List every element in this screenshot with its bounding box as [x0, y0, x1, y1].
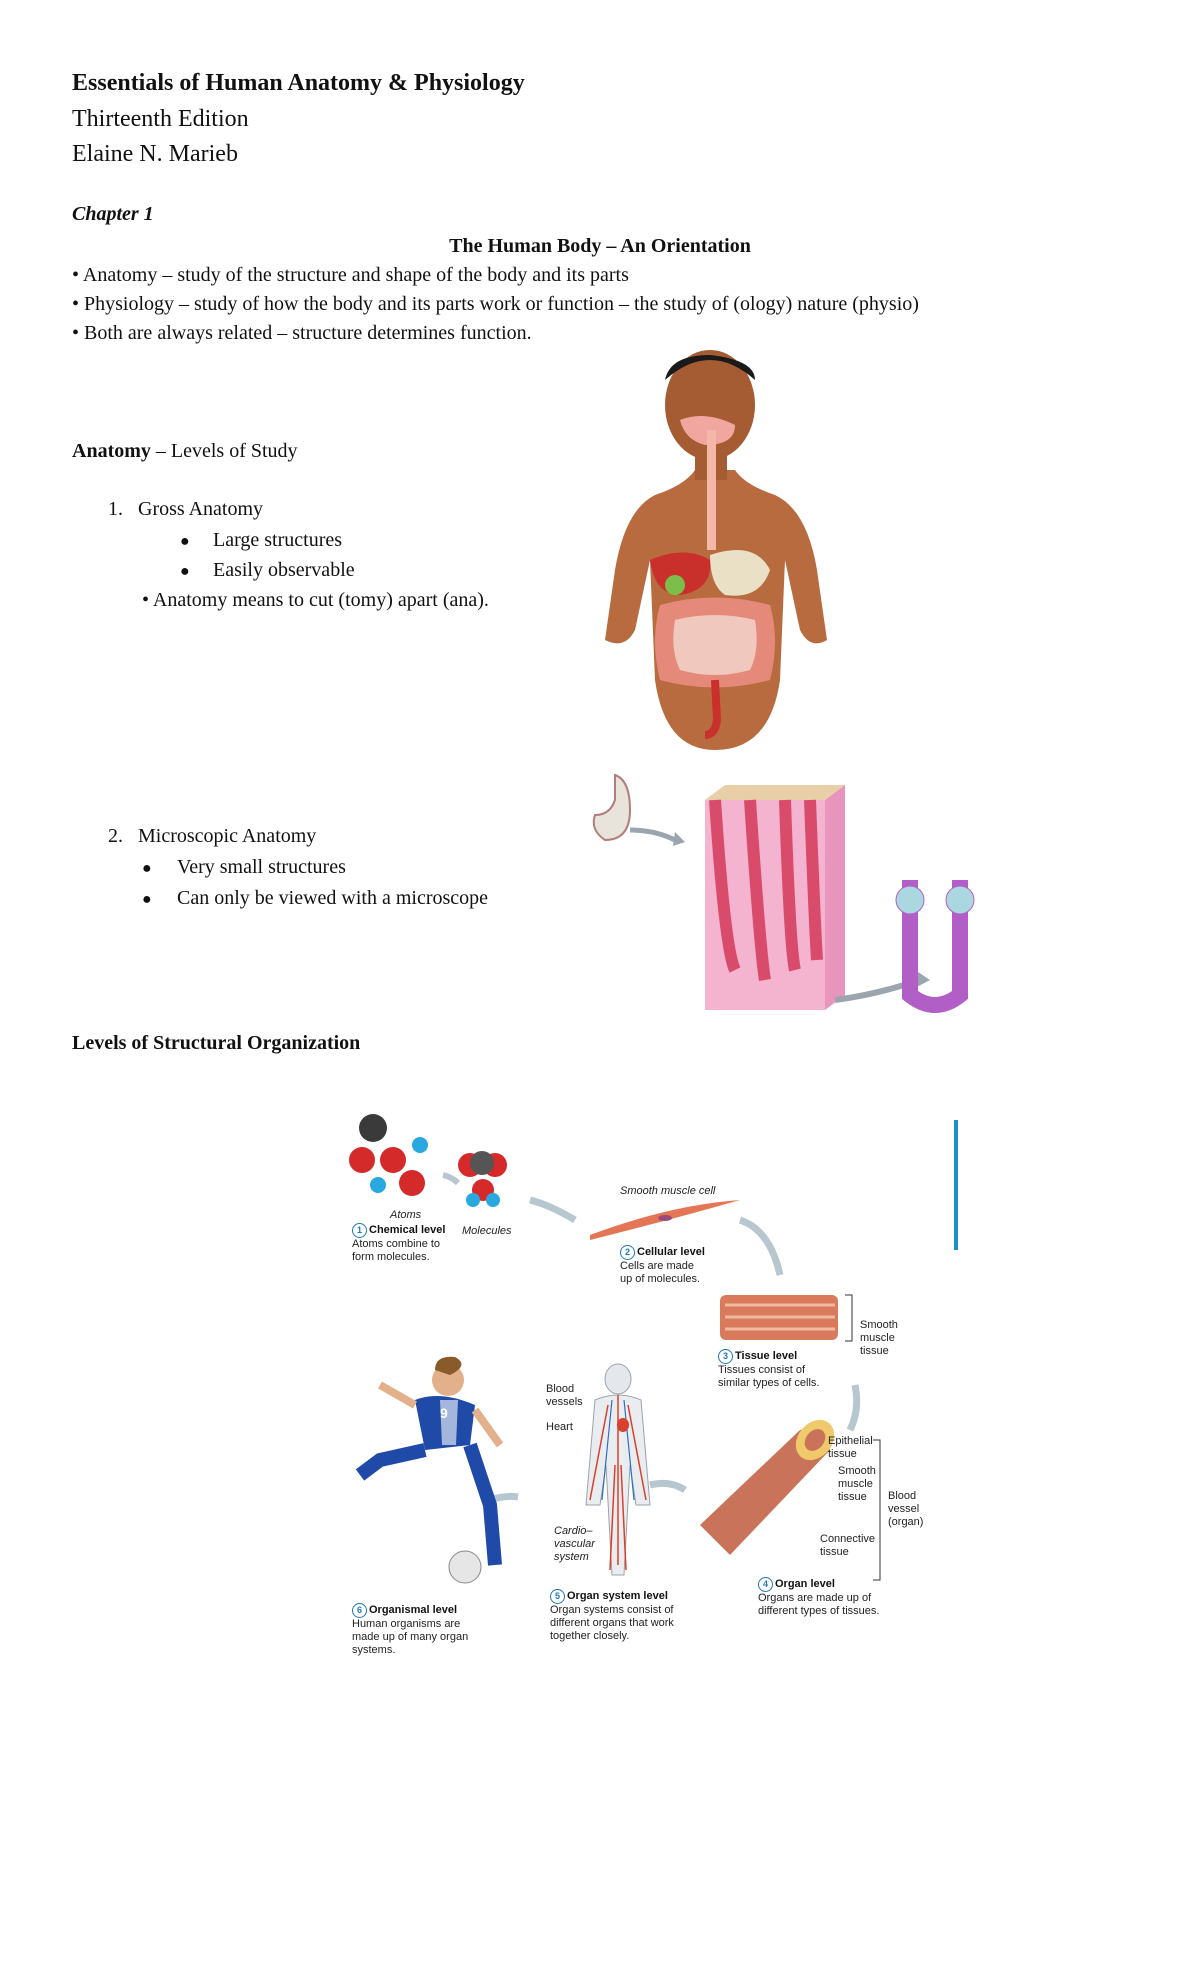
anatomy-heading: Anatomy – Levels of Study: [72, 440, 298, 462]
sub-item: ●: [180, 533, 190, 550]
jersey-number: 9: [440, 1405, 448, 1421]
sub-item-text: Easily observable: [213, 559, 355, 581]
sub-item-text: Very small structures: [177, 856, 346, 878]
sub-item-text: Large structures: [213, 529, 343, 551]
sub-item: ●: [142, 860, 152, 877]
book-title: Essentials of Human Anatomy & Physiology: [72, 70, 525, 96]
microscopic-tissue-illustration: [592, 773, 975, 1013]
smooth-muscle-cell-label: Smooth muscle cell: [620, 1185, 716, 1197]
anatomy-note: • Anatomy means to cut (tomy) apart (ana…: [142, 589, 489, 611]
list-item-microscopic: 2. Microscopic Anatomy: [108, 825, 317, 847]
molecules-label: Molecules: [462, 1225, 512, 1237]
sub-item-text: Can only be viewed with a microscope: [177, 887, 489, 909]
digestive-system-illustration: [605, 350, 827, 750]
author: Elaine N. Marieb: [72, 141, 238, 167]
heart-label: Heart: [546, 1421, 573, 1433]
figure-graphics: [349, 1114, 958, 1584]
edition: Thirteenth Edition: [72, 106, 249, 132]
sub-item: ●: [180, 563, 190, 580]
bullet-related: • Both are always related – structure de…: [72, 322, 532, 344]
list-item-gross: 1. Gross Anatomy: [108, 498, 263, 520]
bullet-anatomy: • Anatomy – study of the structure and s…: [72, 264, 629, 286]
chapter-title: The Human Body – An Orientation: [449, 235, 751, 257]
sub-item: ●: [142, 891, 152, 908]
chapter-label: Chapter 1: [72, 203, 154, 225]
atoms-label: Atoms: [390, 1209, 422, 1221]
bullet-physiology: • Physiology – study of how the body and…: [72, 293, 919, 315]
levels-heading: Levels of Structural Organization: [72, 1032, 361, 1054]
